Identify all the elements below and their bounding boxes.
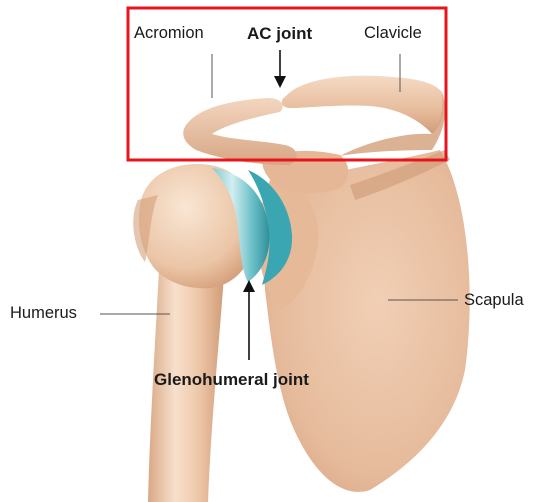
glenohumeral-joint-label: Glenohumeral joint: [154, 371, 309, 388]
ac-joint-label: AC joint: [247, 25, 312, 42]
scapula-label: Scapula: [464, 292, 524, 309]
clavicle-bone: [282, 76, 444, 134]
ac-joint-arrow-head: [274, 76, 286, 88]
glenohumeral-arrow-head: [243, 280, 255, 292]
humerus-label: Humerus: [10, 305, 77, 322]
acromion-label: Acromion: [134, 25, 204, 42]
clavicle-label: Clavicle: [364, 25, 422, 42]
acromion-bone: [183, 98, 296, 165]
